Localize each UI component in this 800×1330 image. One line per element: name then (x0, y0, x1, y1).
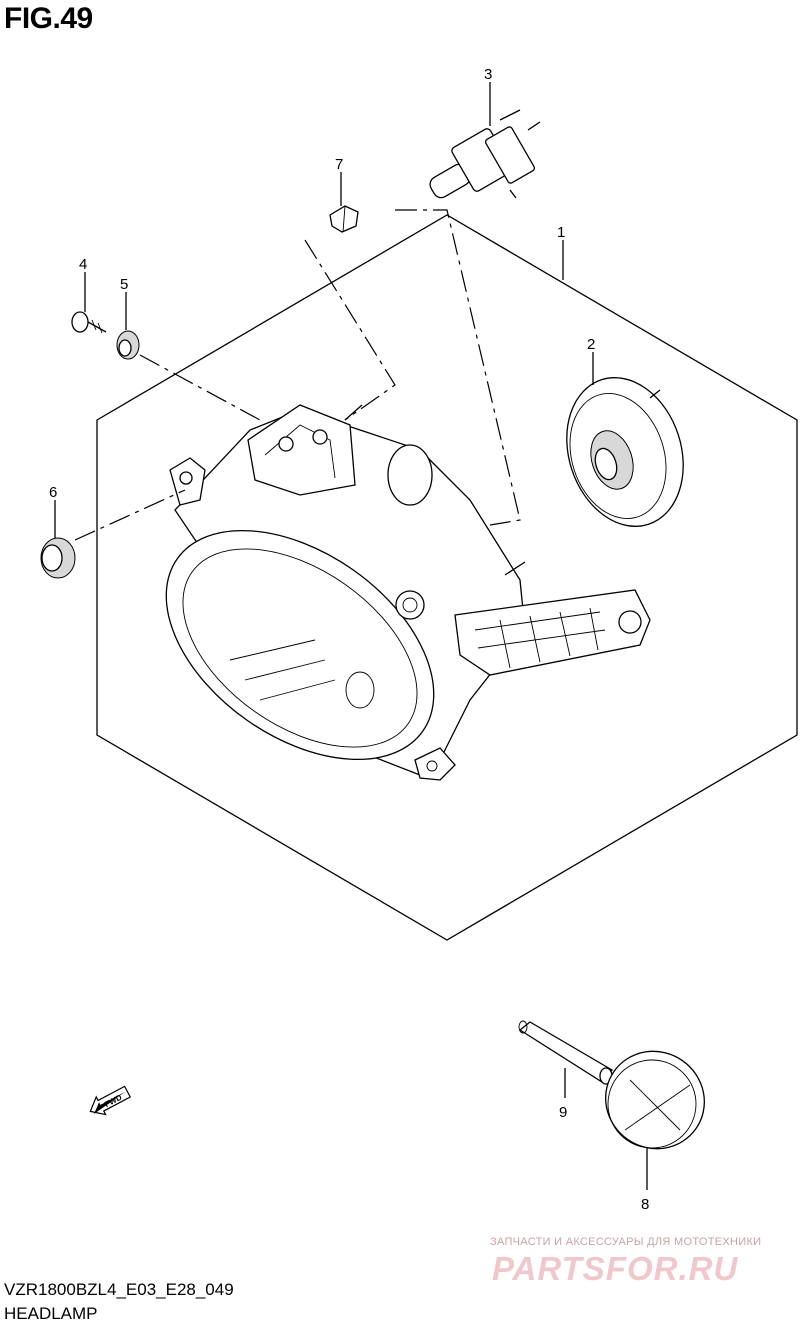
leader-lines (74, 209, 521, 541)
watermark-tagline: ЗАПЧАСТИ И АКСЕССУАРЫ ДЛЯ МОТОТЕХНИКИ (490, 1236, 762, 1248)
bulb-cover[interactable] (548, 362, 701, 541)
callout-4: 4 (79, 256, 87, 312)
callout-5: 5 (120, 276, 128, 330)
assembly-boundary (96, 214, 798, 941)
callout-1: 1 (557, 224, 565, 280)
headlamp-unit[interactable] (124, 404, 651, 806)
bulb[interactable] (427, 109, 541, 201)
fwd-arrow: FWD (89, 1085, 132, 1116)
callout-label-7: 7 (335, 156, 343, 173)
nut[interactable] (329, 205, 359, 233)
callout-label-2: 2 (587, 336, 595, 353)
callout-label-9: 9 (559, 1104, 567, 1121)
grommet-lower[interactable] (40, 537, 76, 579)
callout-3: 3 (484, 66, 492, 126)
cap[interactable] (587, 1032, 724, 1168)
diagram-name: HEADLAMP (4, 1304, 98, 1323)
callout-label-8: 8 (641, 1196, 649, 1213)
callout-label-5: 5 (120, 276, 128, 293)
figure-title: FIG.49 (4, 2, 93, 35)
diagram-code: VZR1800BZL4_E03_E28_049 (4, 1280, 234, 1299)
callout-label-6: 6 (49, 484, 57, 501)
watermark-logo: PARTSFOR.RU (492, 1250, 739, 1287)
callout-label-3: 3 (484, 66, 492, 83)
callout-6: 6 (49, 484, 57, 538)
grommet-upper[interactable] (116, 330, 140, 360)
callout-7: 7 (335, 156, 343, 206)
callout-8: 8 (641, 1148, 649, 1213)
callout-2: 2 (587, 336, 595, 385)
callout-label-1: 1 (557, 224, 565, 241)
screw[interactable] (71, 311, 107, 334)
callout-label-4: 4 (79, 256, 87, 273)
callout-9: 9 (559, 1068, 567, 1121)
